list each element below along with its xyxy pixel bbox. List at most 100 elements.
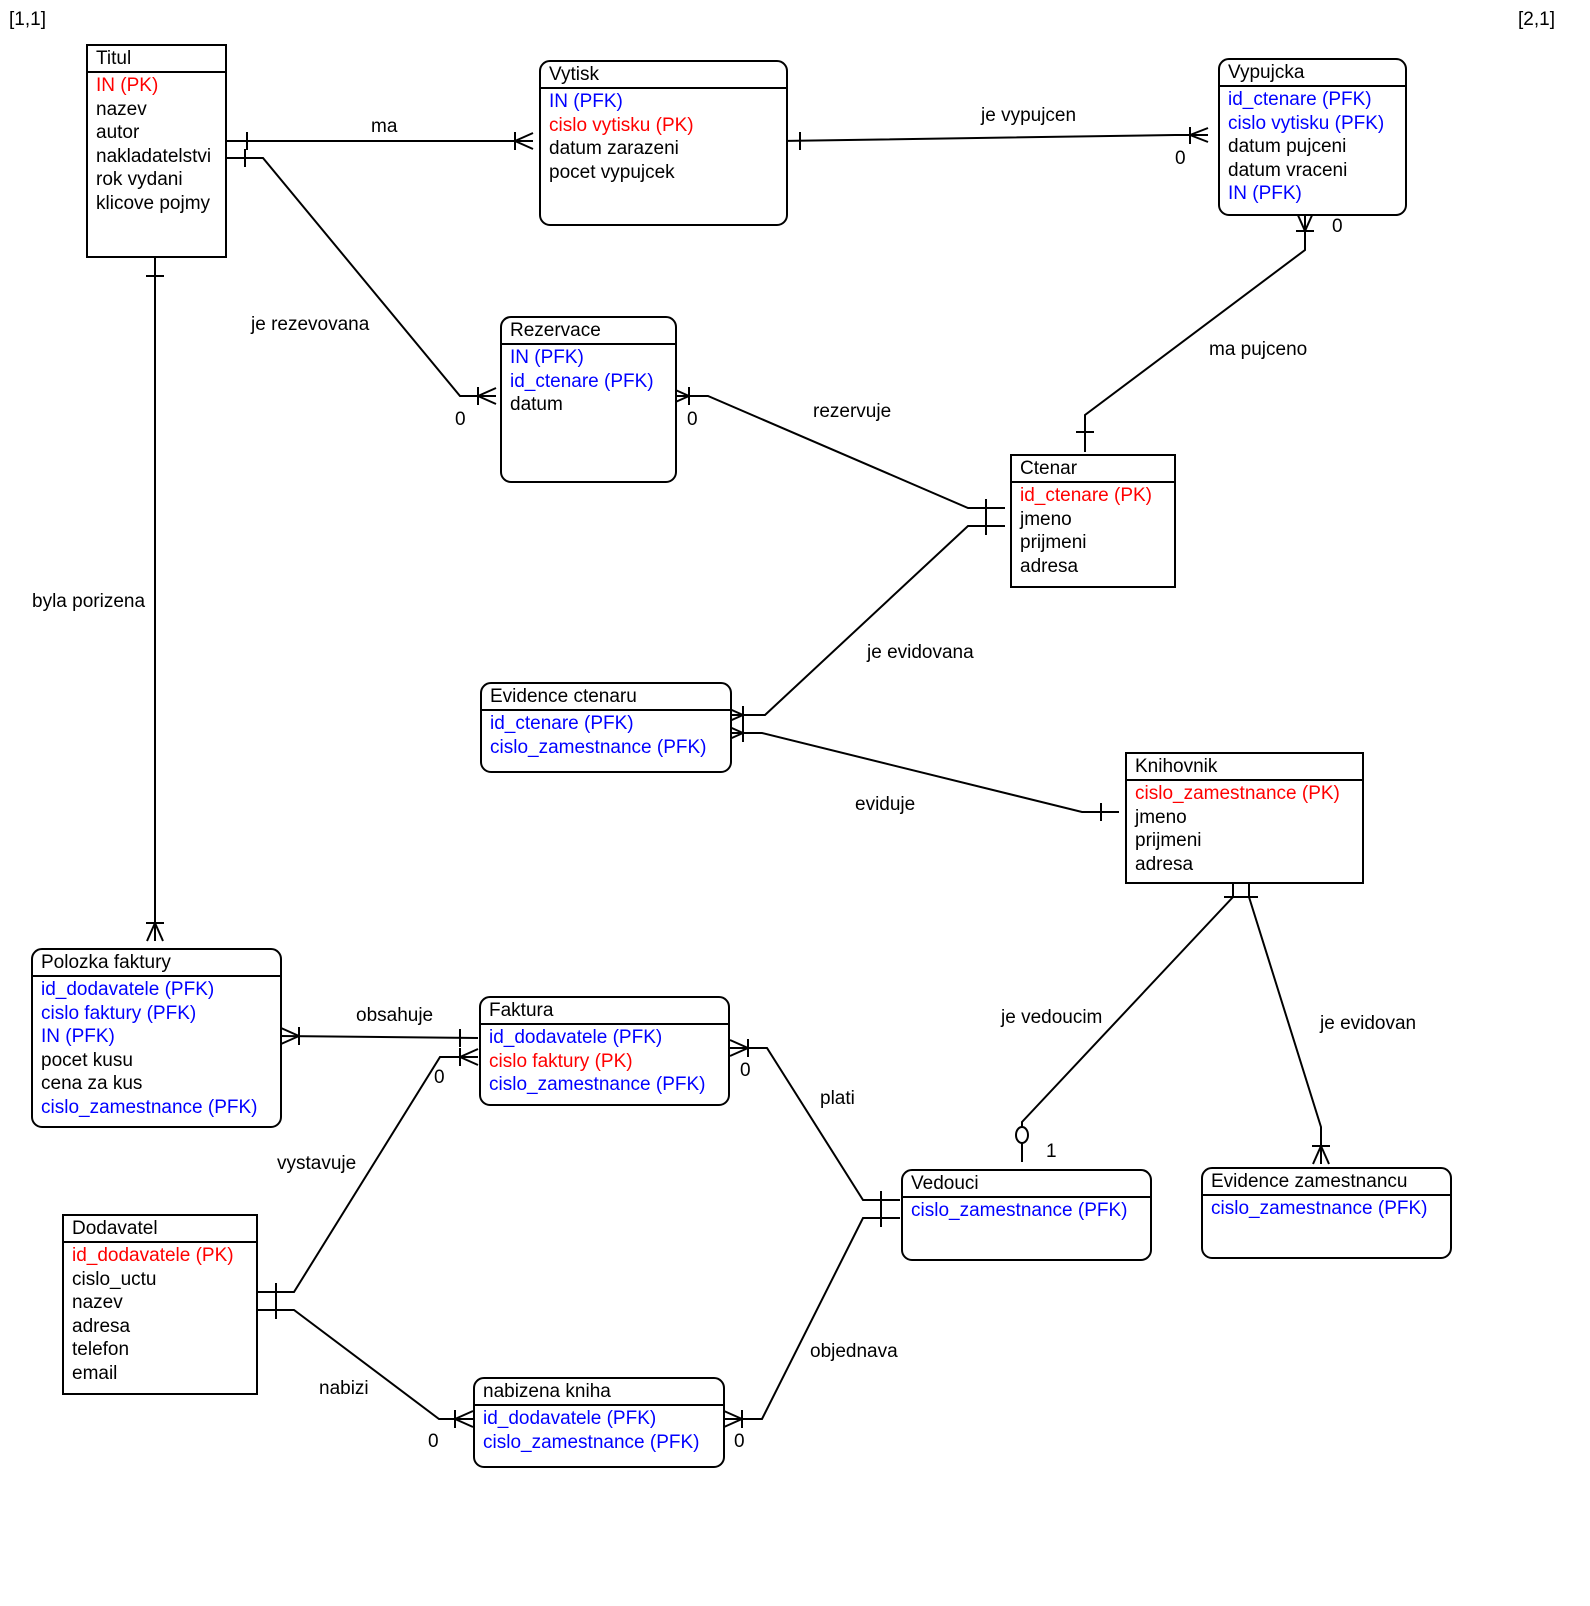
cardinality-label: 0 <box>734 1431 745 1452</box>
foreign-key-attribute: cislo faktury (PFK) <box>41 1002 197 1024</box>
cardinality-label: 0 <box>455 409 466 430</box>
entity-title: Titul <box>88 46 225 73</box>
foreign-key-attribute: id_ctenare (PFK) <box>490 713 634 734</box>
attribute: prijmeni <box>1135 830 1202 851</box>
entity-title: Dodavatel <box>64 1216 256 1243</box>
cardinality-label: 0 <box>434 1067 445 1088</box>
attribute-list: cislo_zamestnance (PFK) <box>903 1198 1150 1223</box>
foreign-key-attribute: IN (PFK) <box>41 1026 115 1047</box>
rel-label-nabizi: nabizi <box>319 1378 369 1399</box>
rel-label-je-evidovan: je evidovan <box>1320 1013 1417 1034</box>
entity-vytisk[interactable]: Vytisk IN (PFK)cislo vytisku (PK)datum z… <box>539 60 788 226</box>
corner-label-top-right: [2,1] <box>1518 9 1555 30</box>
foreign-key-attribute: cislo_zamestnance (PFK) <box>911 1200 1128 1221</box>
rel-label-vystavuje: vystavuje <box>277 1153 357 1174</box>
cardinality-label: 0 <box>428 1431 439 1452</box>
attribute: adresa <box>1020 555 1079 577</box>
attribute: prijmeni <box>1020 532 1087 553</box>
attribute: nazev <box>96 98 147 120</box>
rel-label-eviduje: eviduje <box>855 794 916 815</box>
entity-title: nabizena kniha <box>475 1379 723 1406</box>
rel-line-objednava <box>723 1209 900 1428</box>
attribute-list: IN (PFK)id_ctenare (PFK)datum <box>502 345 675 417</box>
attribute: cena za kus <box>41 1073 143 1094</box>
entity-polozka-faktury[interactable]: Polozka faktury id_dodavatele (PFK)cislo… <box>31 948 282 1128</box>
rel-line-je-rezevovana <box>226 149 497 405</box>
primary-key-attribute: cislo vytisku (PK) <box>549 114 694 136</box>
foreign-key-attribute: cislo_zamestnance (PFK) <box>1211 1198 1428 1219</box>
attribute-list: IN (PFK)cislo vytisku (PK)datum zarazeni… <box>541 89 786 184</box>
rel-line-je-evidovana <box>724 517 1005 724</box>
attribute: jmeno <box>1020 508 1072 530</box>
rel-label-je-evidovana: je evidovana <box>867 642 974 663</box>
attribute-list: id_dodavatele (PFK)cislo faktury (PK)cis… <box>481 1025 728 1097</box>
foreign-key-attribute: id_ctenare (PFK) <box>510 370 654 392</box>
primary-key-attribute: IN (PK) <box>96 75 159 96</box>
primary-key-attribute: id_dodavatele (PK) <box>72 1245 234 1266</box>
attribute: nakladatelstvi <box>96 145 212 167</box>
rel-label-je-vypujcen: je vypujcen <box>981 105 1077 126</box>
entity-title: Polozka faktury <box>33 950 280 977</box>
entity-rezervace[interactable]: Rezervace IN (PFK)id_ctenare (PFK)datum <box>500 316 677 483</box>
entity-evidence-ctenaru[interactable]: Evidence ctenaru id_ctenare (PFK)cislo_z… <box>480 682 732 773</box>
attribute-list: id_ctenare (PFK)cislo_zamestnance (PFK) <box>482 711 730 759</box>
rel-line-je-vypujcen <box>779 127 1209 150</box>
rel-line-je-vedoucim <box>1015 880 1242 1162</box>
rel-label-objednava: objednava <box>810 1341 898 1362</box>
rel-label-ma-pujceno: ma pujceno <box>1209 339 1308 360</box>
attribute: datum pujceni <box>1228 136 1347 157</box>
foreign-key-attribute: cislo_zamestnance (PFK) <box>490 736 707 758</box>
primary-key-attribute: cislo faktury (PK) <box>489 1050 633 1072</box>
foreign-key-attribute: IN (PFK) <box>1228 183 1302 204</box>
rel-line-vystavuje <box>257 1048 479 1301</box>
entity-vypujcka[interactable]: Vypujcka id_ctenare (PFK)cislo vytisku (… <box>1218 58 1407 216</box>
rel-label-byla-porizena: byla porizena <box>32 591 146 612</box>
foreign-key-attribute: id_dodavatele (PFK) <box>483 1408 657 1429</box>
foreign-key-attribute: cislo_zamestnance (PFK) <box>489 1074 706 1095</box>
cardinality-label: 1 <box>1046 1141 1057 1162</box>
rel-label-plati: plati <box>820 1088 855 1109</box>
entity-title: Ctenar <box>1012 456 1174 483</box>
attribute-list: id_ctenare (PFK)cislo vytisku (PFK)datum… <box>1220 87 1405 206</box>
entity-title: Evidence zamestnancu <box>1203 1169 1450 1196</box>
primary-key-attribute: id_ctenare (PK) <box>1020 485 1153 506</box>
attribute-list: id_dodavatele (PFK)cislo_zamestnance (PF… <box>475 1406 723 1454</box>
foreign-key-attribute: cislo_zamestnance (PFK) <box>41 1096 258 1118</box>
attribute: telefon <box>72 1339 130 1360</box>
foreign-key-attribute: id_dodavatele (PFK) <box>489 1027 663 1048</box>
attribute: autor <box>96 122 140 143</box>
attribute: jmeno <box>1135 806 1187 828</box>
rel-label-ma: ma <box>371 116 398 137</box>
rel-line-ma-pujceno <box>1076 212 1314 452</box>
entity-vedouci[interactable]: Vedouci cislo_zamestnance (PFK) <box>901 1169 1152 1261</box>
rel-line-obsahuje <box>280 1027 479 1047</box>
rel-label-je-vedoucim: je vedoucim <box>1001 1007 1103 1028</box>
entity-title: Knihovnik <box>1127 754 1362 781</box>
attribute: pocet vypujcek <box>549 161 675 183</box>
entity-faktura[interactable]: Faktura id_dodavatele (PFK)cislo faktury… <box>479 996 730 1106</box>
attribute: email <box>72 1362 118 1384</box>
attribute: adresa <box>1135 853 1194 875</box>
foreign-key-attribute: IN (PFK) <box>549 91 623 112</box>
entity-title: Rezervace <box>502 318 675 345</box>
cardinality-label: 0 <box>687 409 698 430</box>
rel-line-je-evidovan <box>1240 880 1330 1165</box>
entity-nabizena-kniha[interactable]: nabizena kniha id_dodavatele (PFK)cislo_… <box>473 1377 725 1468</box>
attribute: nazev <box>72 1292 123 1313</box>
foreign-key-attribute: id_dodavatele (PFK) <box>41 979 215 1000</box>
entity-evidence-zamestnancu[interactable]: Evidence zamestnancu cislo_zamestnance (… <box>1201 1167 1452 1259</box>
rel-line-eviduje <box>724 724 1119 821</box>
rel-label-obsahuje: obsahuje <box>356 1005 434 1026</box>
attribute: cislo_uctu <box>72 1268 157 1290</box>
attribute: datum zarazeni <box>549 138 679 159</box>
attribute: rok vydani <box>96 169 183 190</box>
entity-title: Vedouci <box>903 1171 1150 1198</box>
